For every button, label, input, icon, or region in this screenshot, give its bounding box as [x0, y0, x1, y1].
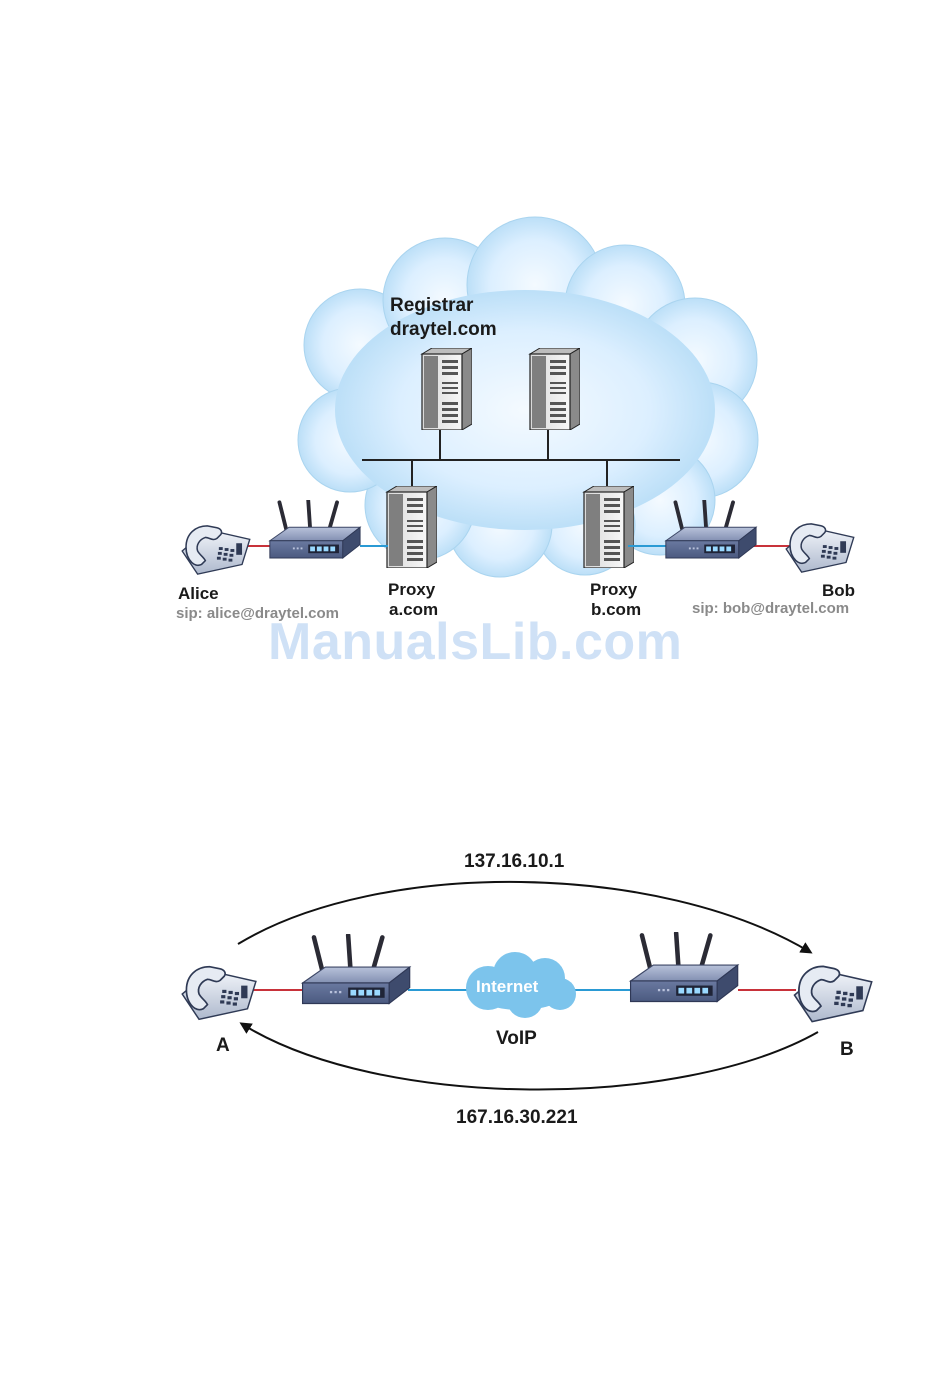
top-ip-label: 137.16.10.1 [464, 850, 564, 874]
bob-label: Bob [822, 581, 855, 601]
bottom-ip-label: 167.16.30.221 [456, 1106, 578, 1130]
phone-a-label: A [216, 1034, 230, 1058]
cloud-shape [298, 217, 758, 577]
router-b-icon [631, 933, 738, 1001]
alice-label: Alice [178, 584, 219, 604]
voip-label: VoIP [496, 1027, 537, 1051]
router-a-icon [303, 935, 410, 1003]
proxy-a-server-icon [387, 486, 437, 568]
phone-a-icon [182, 967, 256, 1020]
phone-b-label: B [840, 1038, 854, 1062]
alice-phone-icon [182, 526, 250, 574]
internet-label: Internet [476, 977, 538, 997]
watermark: ManualsLib.com [268, 612, 682, 672]
bob-sip-label: sip: bob@draytel.com [692, 600, 849, 618]
proxy-b-label: Proxy [590, 580, 637, 600]
registrar-server-icon [422, 348, 472, 430]
registrar-domain-label: draytel.com [390, 318, 497, 342]
sip-diagram [182, 217, 854, 577]
registrar-label: Registrar [390, 294, 473, 318]
proxy-b-server-icon [584, 486, 634, 568]
alice-router-icon [270, 500, 360, 558]
arrow-a-to-b [238, 882, 810, 952]
bob-phone-icon [786, 524, 854, 572]
server-icon [530, 348, 580, 430]
phone-b-icon [794, 966, 871, 1021]
proxy-a-label: Proxy [388, 580, 435, 600]
